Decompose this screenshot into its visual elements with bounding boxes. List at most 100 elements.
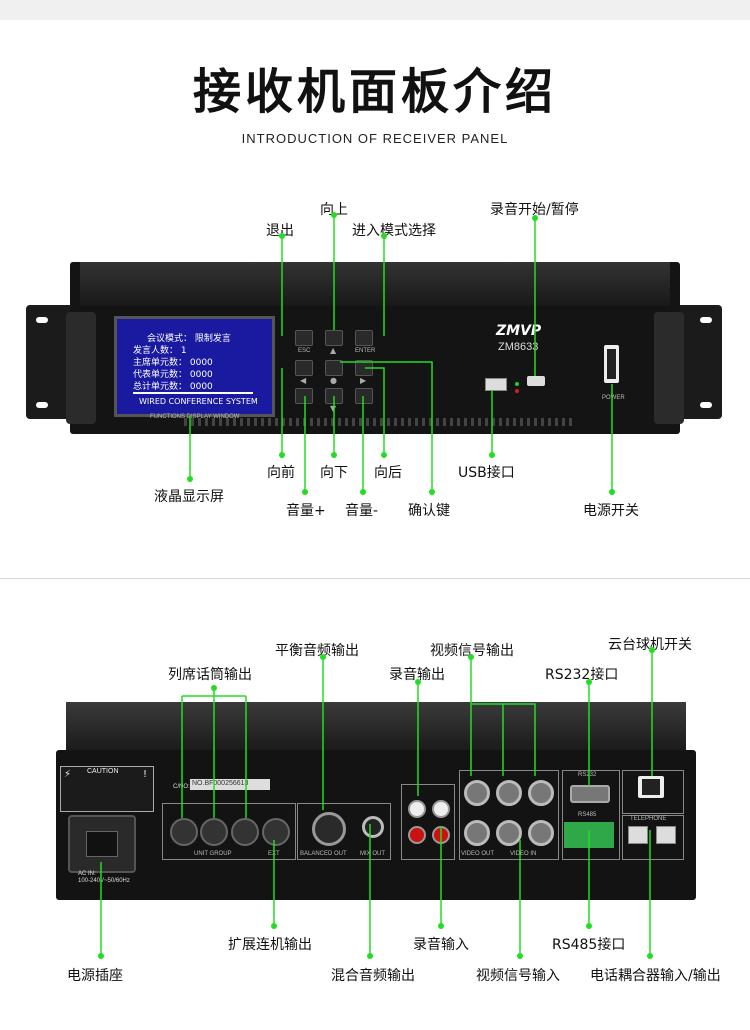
up-arrow-icon: ▲ [330, 346, 337, 355]
model-name: ZM8633 [498, 341, 539, 353]
front-leader-lines [187, 212, 615, 495]
rec-out-rca-white[interactable] [408, 800, 426, 818]
serial-no-value: NO.BF000256613 [192, 780, 249, 787]
power-socket-inner [86, 831, 118, 857]
lcd-screen: 会议模式： 限制发言 发言人数： 1 主席单元数： 0000 代表单元数： 00… [114, 316, 275, 417]
section-divider [0, 578, 750, 579]
audio-out-box [297, 803, 391, 860]
rec-in-rca-white[interactable] [432, 800, 450, 818]
record-button[interactable] [527, 376, 545, 386]
left-arrow-icon: ◀ [300, 376, 307, 385]
ac-in-text: AC IN: [78, 871, 96, 877]
power-text: POWER [602, 395, 625, 401]
front-ear-hole-right-bottom [700, 402, 712, 408]
page-subtitle: INTRODUCTION OF RECEIVER PANEL [241, 131, 509, 146]
front-panel-top-bevel [80, 262, 670, 306]
usb-port[interactable] [485, 378, 507, 391]
front-ear-hole-left-bottom [36, 402, 48, 408]
telephone-text: TELEPHONE [630, 816, 667, 822]
label-rec-out: 录音输出 [389, 667, 445, 683]
lcd-banner: WIRED CONFERENCE SYSTEM [139, 397, 258, 406]
ac-spec-text: 100-240V~50/60Hz [78, 878, 130, 884]
caution-label: CAUTION ⚡ ! [60, 766, 154, 812]
label-left: 向前 [267, 465, 295, 481]
tel-out-port[interactable] [656, 826, 676, 844]
down-arrow-icon: ▼ [330, 404, 337, 413]
video-in-text: VIDEO IN [510, 851, 537, 857]
video-box [459, 770, 559, 860]
status-led-2 [515, 389, 519, 393]
caution-title: CAUTION [87, 768, 119, 775]
front-handle-left [66, 312, 96, 424]
video-in-bnc-6[interactable] [528, 820, 554, 846]
label-volume-down: 音量- [345, 503, 379, 519]
rs232-port[interactable] [570, 785, 610, 803]
label-down: 向下 [320, 465, 348, 481]
video-out-bnc-4[interactable] [464, 820, 490, 846]
label-lcd: 液晶显示屏 [154, 489, 224, 505]
mix-out-jack[interactable] [362, 816, 384, 838]
esc-button[interactable] [295, 330, 313, 346]
label-confirm: 确认键 [408, 503, 450, 519]
rec-out-rca-red[interactable] [408, 826, 426, 844]
ext-port[interactable] [262, 818, 290, 846]
esc-text: ESC [298, 348, 311, 354]
label-rs485-port: RS485接口 [552, 937, 626, 953]
label-record: 录音开始/暂停 [490, 202, 579, 218]
brand-logo: ZMVP [496, 323, 542, 339]
rear-leader-lines [98, 647, 655, 959]
video-in-bnc-2[interactable] [496, 780, 522, 806]
label-rs232-port: RS232接口 [545, 667, 619, 683]
enter-text: ENTER [355, 348, 376, 354]
video-in-bnc-3[interactable] [528, 780, 554, 806]
label-volume-up: 音量+ [286, 503, 326, 519]
video-in-bnc-5[interactable] [496, 820, 522, 846]
label-exit: 退出 [266, 223, 294, 239]
caution-exclaim-icon: ! [143, 769, 148, 780]
rear-panel-top [66, 702, 686, 752]
tel-box [622, 815, 684, 860]
unit-port-1[interactable] [170, 818, 198, 846]
label-mic-out: 列席话筒输出 [168, 667, 252, 683]
unit-group-text: UNIT GROUP [194, 851, 232, 857]
lcd-row-3: 主席单元数： 0000 [133, 358, 213, 368]
down-arrow-small-icon: ● [330, 376, 337, 385]
power-switch[interactable] [604, 345, 619, 383]
unit-group-box [162, 803, 296, 860]
label-enter-mode: 进入模式选择 [352, 223, 436, 239]
front-ear-hole-right-top [700, 317, 712, 323]
lcd-row-2: 发言人数： 1 [133, 346, 187, 356]
front-handle-right [654, 312, 684, 424]
label-power-switch: 电源开关 [583, 503, 639, 519]
volume-up-button[interactable] [295, 388, 313, 404]
rs-box [562, 770, 620, 860]
label-right: 向后 [374, 465, 402, 481]
volume-down-button[interactable] [355, 388, 373, 404]
tel-in-port[interactable] [628, 826, 648, 844]
xlr-balanced-out[interactable] [312, 812, 346, 846]
status-led [515, 382, 519, 386]
label-balanced-audio-out: 平衡音频输出 [275, 643, 359, 659]
right-arrow-icon: ▶ [360, 376, 367, 385]
left-button[interactable] [295, 360, 313, 376]
label-ext-out: 扩展连机输出 [228, 937, 312, 953]
rs232-text: RS232 [578, 772, 597, 778]
up-button[interactable] [325, 330, 343, 346]
video-out-bnc-1[interactable] [464, 780, 490, 806]
ptz-box [622, 770, 684, 814]
vent-slots [184, 418, 574, 426]
confirm-button[interactable] [325, 360, 343, 376]
enter-button[interactable] [355, 330, 373, 346]
rs485-text: RS485 [578, 812, 597, 818]
unit-port-2[interactable] [200, 818, 228, 846]
mix-out-text: MIX OUT [360, 851, 385, 857]
label-video-signal-out: 视频信号输出 [430, 643, 514, 659]
ptz-switch-rocker [642, 779, 660, 795]
power-socket[interactable] [68, 815, 136, 873]
unit-port-3[interactable] [231, 818, 259, 846]
front-ear-hole-left-top [36, 317, 48, 323]
serial-no-plate: NO.BF000256613 [190, 779, 270, 790]
ptz-switch[interactable] [638, 776, 664, 798]
lcd-row-5: 总计单元数： 0000 [133, 382, 213, 392]
video-out-text: VIDEO OUT [461, 851, 495, 857]
